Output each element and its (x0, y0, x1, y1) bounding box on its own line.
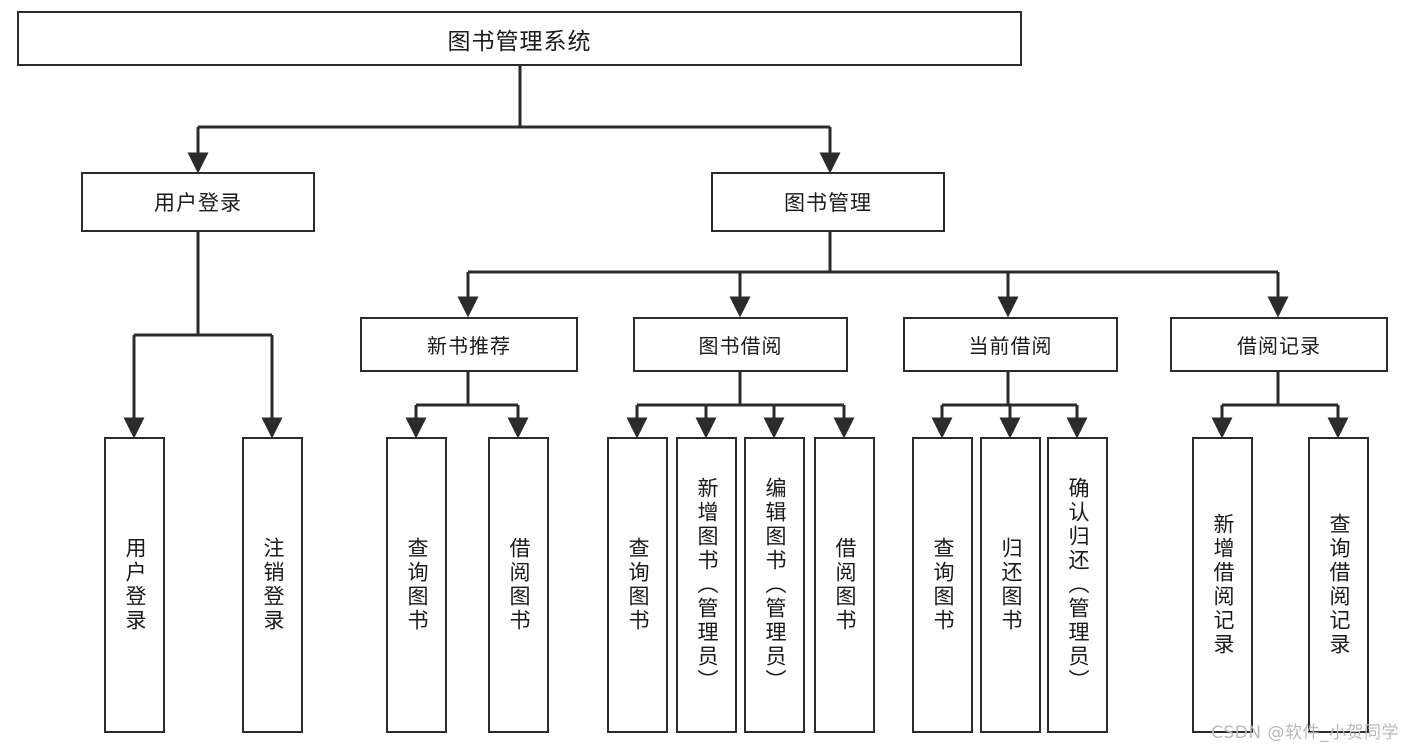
node-leaf-borrow-book-rec[interactable]: 借阅图书 (488, 437, 549, 733)
node-leaf-query-book-rec-label: 查询图书 (405, 537, 429, 633)
node-new-book-recommend[interactable]: 新书推荐 (360, 317, 578, 372)
node-leaf-add-borrow-record-label: 新增借阅记录 (1211, 513, 1235, 657)
node-leaf-user-login[interactable]: 用户登录 (104, 437, 165, 733)
node-book-management[interactable]: 图书管理 (711, 172, 945, 232)
node-book-borrow-label: 图书借阅 (698, 334, 783, 358)
node-leaf-confirm-return-admin[interactable]: 确认归还（管理员） (1047, 437, 1108, 733)
node-leaf-add-book-admin-label: 新增图书（管理员） (695, 477, 719, 693)
node-leaf-query-borrow-record-label: 查询借阅记录 (1327, 513, 1351, 657)
node-current-borrow-label: 当前借阅 (968, 334, 1053, 358)
node-root[interactable]: 图书管理系统 (17, 11, 1022, 66)
node-leaf-add-borrow-record[interactable]: 新增借阅记录 (1192, 437, 1253, 733)
node-leaf-edit-book-admin-label: 编辑图书（管理员） (763, 477, 787, 693)
node-borrow-record[interactable]: 借阅记录 (1170, 317, 1388, 372)
node-leaf-borrow-book-rec-label: 借阅图书 (507, 537, 531, 633)
node-book-management-label: 图书管理 (784, 191, 872, 215)
node-root-label: 图书管理系统 (447, 28, 592, 55)
node-leaf-query-book-current-label: 查询图书 (931, 537, 955, 633)
node-leaf-query-book-borrow[interactable]: 查询图书 (607, 437, 668, 733)
node-leaf-query-book-borrow-label: 查询图书 (626, 537, 650, 633)
node-current-borrow[interactable]: 当前借阅 (903, 317, 1118, 372)
node-book-borrow[interactable]: 图书借阅 (633, 317, 848, 372)
node-leaf-add-book-admin[interactable]: 新增图书（管理员） (676, 437, 737, 733)
node-leaf-logout-label: 注销登录 (261, 537, 285, 633)
node-leaf-query-book-rec[interactable]: 查询图书 (386, 437, 447, 733)
node-borrow-record-label: 借阅记录 (1237, 334, 1321, 358)
node-user-login-label: 用户登录 (154, 191, 242, 215)
node-user-login[interactable]: 用户登录 (81, 172, 315, 232)
node-leaf-user-login-label: 用户登录 (123, 537, 147, 633)
node-leaf-query-book-current[interactable]: 查询图书 (912, 437, 973, 733)
watermark: CSDN @软件_小贺同学 (1211, 723, 1399, 743)
node-leaf-edit-book-admin[interactable]: 编辑图书（管理员） (744, 437, 805, 733)
node-leaf-return-book[interactable]: 归还图书 (980, 437, 1041, 733)
node-new-book-recommend-label: 新书推荐 (427, 334, 511, 358)
node-leaf-return-book-label: 归还图书 (999, 537, 1023, 633)
node-leaf-borrow-book-label: 借阅图书 (833, 537, 857, 633)
node-leaf-borrow-book[interactable]: 借阅图书 (814, 437, 875, 733)
node-leaf-confirm-return-admin-label: 确认归还（管理员） (1066, 477, 1090, 693)
node-leaf-query-borrow-record[interactable]: 查询借阅记录 (1308, 437, 1369, 733)
node-leaf-logout[interactable]: 注销登录 (242, 437, 303, 733)
